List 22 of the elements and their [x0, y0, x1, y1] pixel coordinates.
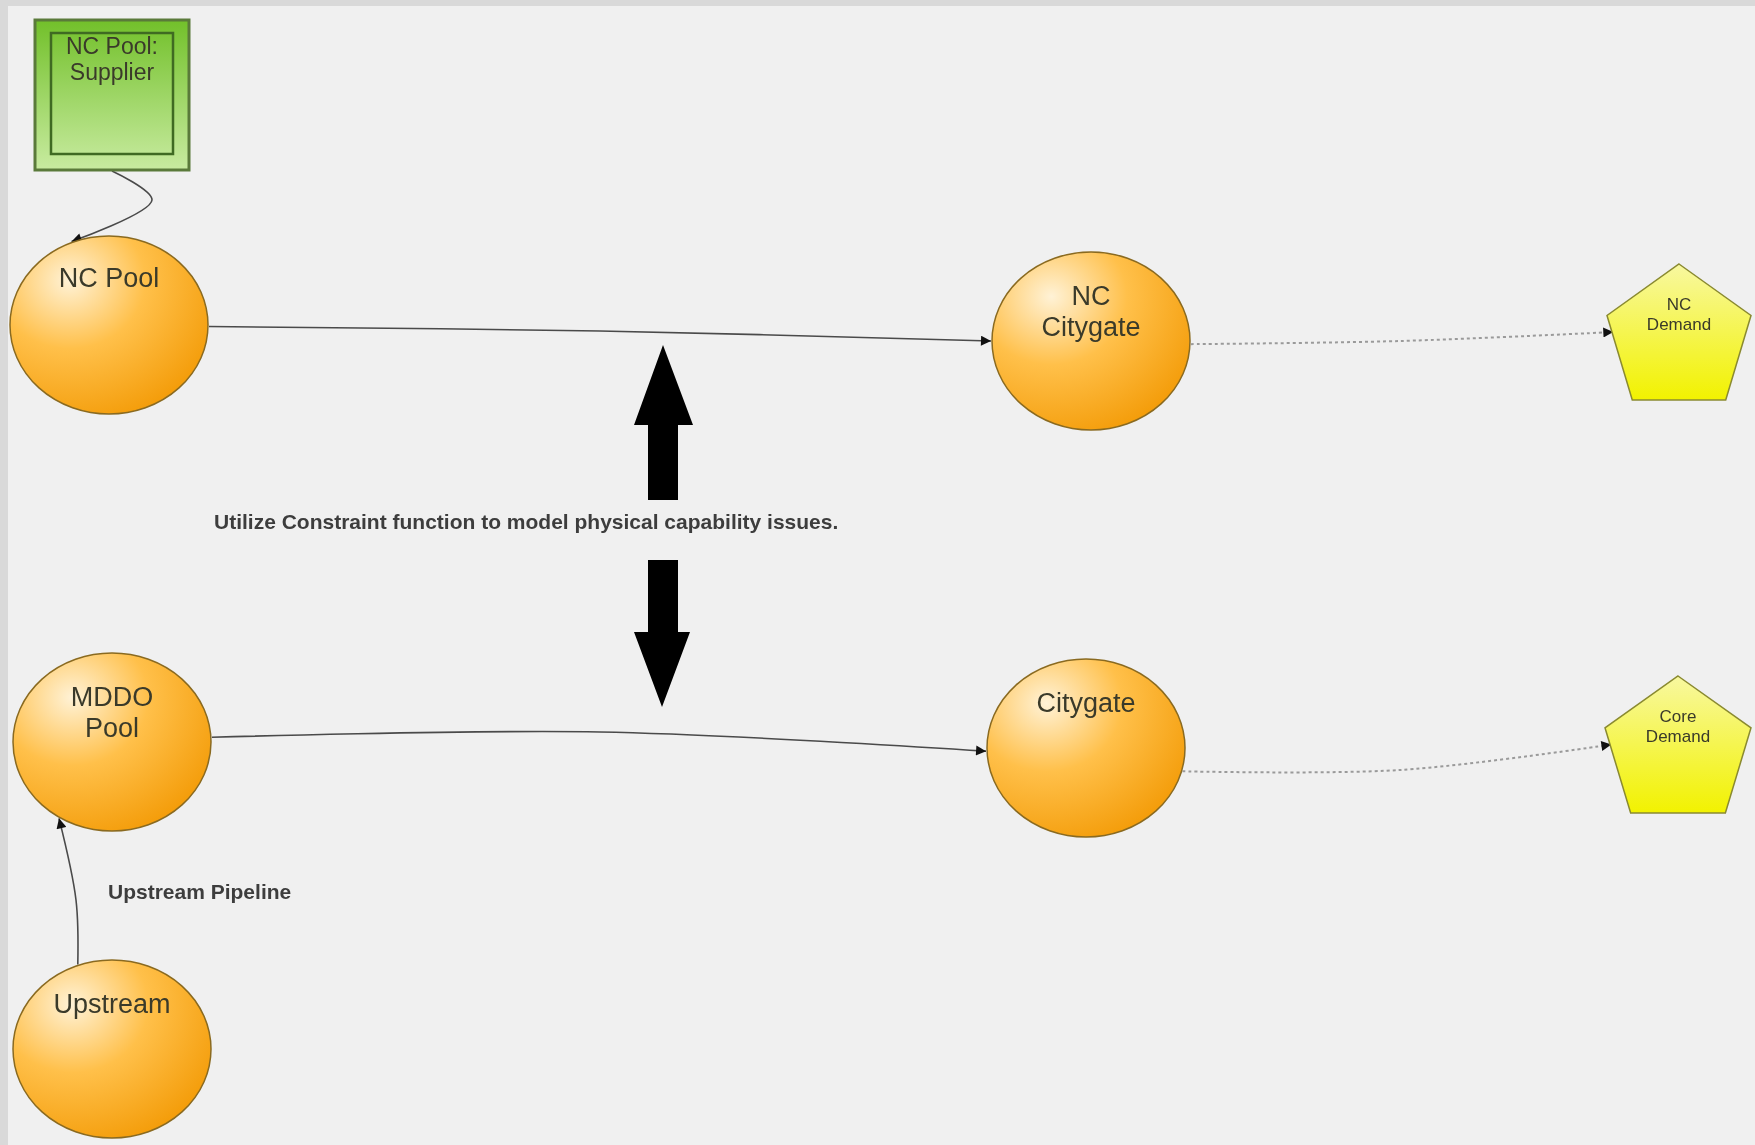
- note-text: Utilize Constraint function to model physical capability issues.: [214, 510, 839, 534]
- arrow: [70, 170, 153, 243]
- node-label: NC Pool: Supplier: [64, 33, 159, 86]
- circle-node: [12, 652, 212, 832]
- node-label: NC Demand: [1645, 295, 1713, 335]
- node-label: MDDO Pool: [69, 682, 155, 745]
- node-label: NC Citygate: [1040, 281, 1142, 344]
- edge-label: Upstream Pipeline: [108, 880, 292, 904]
- node-label: Upstream: [52, 989, 172, 1021]
- pentagon-node: [1604, 675, 1752, 814]
- circle-node: [986, 658, 1186, 838]
- circle-node: [991, 251, 1191, 431]
- node-label: Core Demand: [1644, 707, 1712, 747]
- node-label: NC Pool: [57, 263, 161, 295]
- pentagon-node: [1606, 263, 1752, 401]
- circle-node: [9, 235, 209, 415]
- arrow: [211, 730, 987, 756]
- circle-node: [12, 959, 212, 1139]
- arrow: [56, 817, 79, 966]
- node-label: Citygate: [1035, 688, 1137, 720]
- square-node: [34, 19, 190, 171]
- arrow: [208, 325, 992, 346]
